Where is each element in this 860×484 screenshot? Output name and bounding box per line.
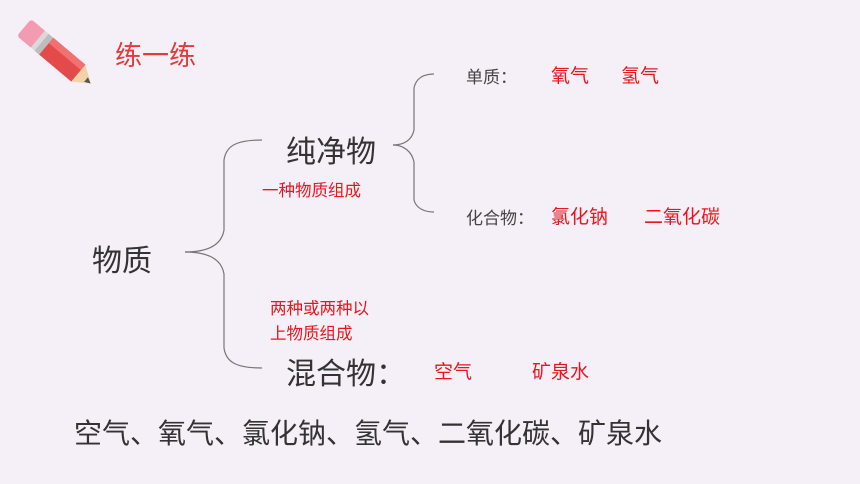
page-title: 练一练	[115, 41, 196, 72]
example-hydrogen: 氢气	[621, 65, 660, 87]
example-mineral-water: 矿泉水	[532, 361, 590, 383]
mixture-note-line-2: 上物质组成	[270, 324, 353, 343]
mixture-note-line-1: 两种或两种以	[270, 299, 369, 318]
example-sodium-chloride: 氯化钠	[551, 206, 609, 228]
node-mixture: 混合物：	[286, 357, 406, 392]
pencil-icon	[18, 20, 91, 84]
node-matter: 物质	[92, 244, 152, 279]
pure-substance-note: 一种物质组成	[262, 181, 361, 200]
example-air: 空气	[434, 361, 473, 383]
example-oxygen: 氧气	[551, 65, 590, 87]
node-compound: 化合物：	[466, 209, 534, 229]
substance-list: 空气、氧气、氯化钠、氢气、二氧化碳、矿泉水	[74, 417, 663, 450]
node-pure-substance: 纯净物	[286, 135, 376, 170]
mixture-note: 两种或两种以 上物质组成	[270, 296, 369, 346]
example-carbon-dioxide: 二氧化碳	[644, 206, 721, 228]
node-simple-substance: 单质：	[466, 68, 517, 88]
